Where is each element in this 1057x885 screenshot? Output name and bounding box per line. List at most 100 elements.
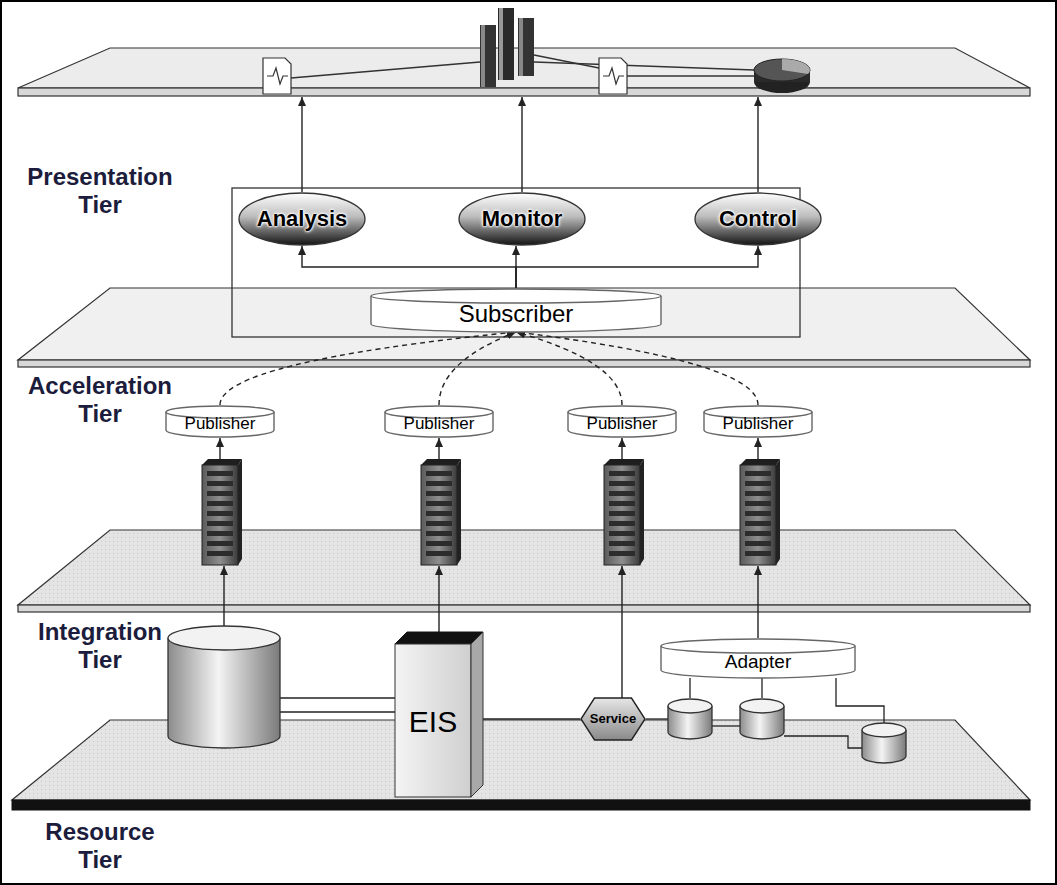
tier-label: Integration Tier [38,618,162,673]
acceleration-plane [18,530,1030,612]
drawing-part [18,530,1030,605]
drawing-part [207,551,233,556]
module-ellipse: Analysis [238,192,366,246]
drawing-part [426,541,452,546]
drawing-part [267,68,288,84]
server-icon [740,459,780,565]
drawing-part [481,25,485,87]
node-text: Publisher [587,415,658,434]
publisher-cylinder: Publisher [703,405,813,437]
node-text: Adapter [725,652,792,673]
drawing-part [640,459,644,565]
drawing-part [745,521,771,526]
drawing-part [457,459,461,565]
tier-label: Presentation Tier [27,163,172,218]
drawing-part [301,97,302,192]
drawing-part [426,511,452,516]
drawing-part [604,465,640,565]
publish-link [220,332,516,405]
drawing-part [421,459,461,465]
node-text: Subscriber [459,301,574,327]
server-rack [202,459,780,565]
drawing-part [740,465,776,565]
ellipse-shape [695,193,821,245]
drawing-part [609,511,635,516]
drawing-part [745,531,771,536]
connector-line [483,718,580,719]
drawing-part [207,471,233,476]
tier-label: Acceleration Tier [28,372,172,427]
drawing-part [219,438,220,459]
server-icon [421,459,461,565]
drawing-part [604,459,644,465]
resource-plane [12,720,1030,810]
drawing-part [499,8,503,80]
publish-link [439,332,516,405]
drawing-part [745,481,771,486]
publisher-cylinder: Publisher [165,405,275,437]
drawing-part [426,551,452,556]
drawing-part [621,438,622,459]
drawing-part [238,459,242,565]
connector-line [516,246,758,288]
node-text: Monitor [482,207,563,231]
drawing-part [757,438,758,459]
database-cylinder [168,626,280,748]
drawing-part [18,88,1030,96]
drawing-part [438,438,439,459]
drawing-part [18,360,1030,367]
drawing-part [207,481,233,486]
drawing-part [757,566,758,638]
drawing-part [519,18,523,76]
drawing-part [740,459,780,465]
ellipse-shape [239,193,365,245]
tier-label: Resource Tier [45,818,154,873]
drawing-part [18,288,1030,360]
drawing-part [263,58,291,94]
drawing-part [609,521,635,526]
node-text: Publisher [723,415,794,434]
drawing-part [609,531,635,536]
drawing-part [207,531,233,536]
drawing-part [207,511,233,516]
drawing-part [689,678,690,698]
drawing-part [761,678,762,698]
document-icon [599,58,627,94]
publish-link [516,332,758,405]
drawing-part [207,491,233,496]
node-text: EIS [409,705,457,738]
drawing-part [207,541,233,546]
drawing-part [168,626,280,650]
node-text: Publisher [185,415,256,434]
box-side [471,632,483,797]
drawing-part [521,97,522,192]
hexagon-shape [581,698,645,740]
drawing-part [609,491,635,496]
connector-line [302,246,516,288]
output-arrows [302,97,758,192]
drawing-part [745,471,771,476]
publisher-cylinder: Publisher [384,405,494,437]
drawing-part [168,638,280,748]
subscriber-cylinder: Subscriber [370,288,662,332]
drawing-part [534,55,599,68]
drawing-part [745,491,771,496]
publish-link [516,332,622,405]
drawing-part [202,465,238,565]
drawing-part [609,551,635,556]
node-text: Analysis [257,207,348,231]
drawing-part [621,566,622,698]
drawing-part [207,521,233,526]
node-text: Service [590,712,636,726]
drawing-part [12,720,1030,800]
node-text: Control [719,207,797,231]
drawing-part [609,481,635,486]
database-cylinder [862,723,906,763]
drawing-part [609,471,635,476]
module-ellipse: Control [694,192,822,246]
drawing-part [518,18,534,76]
node-text: Publisher [404,415,475,434]
ellipse-shape [459,193,585,245]
